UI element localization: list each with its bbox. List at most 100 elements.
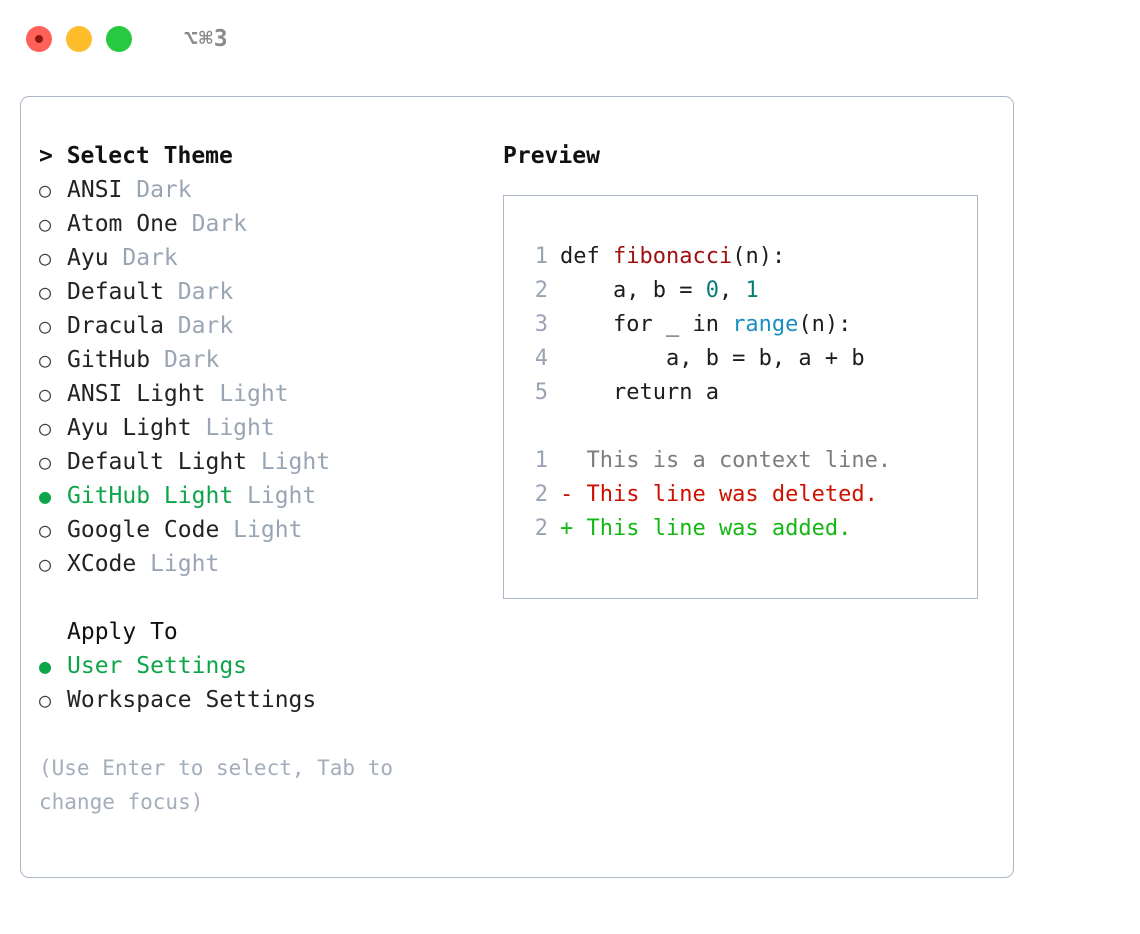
- diff-line-ctx: 1 This is a context line.: [522, 444, 977, 478]
- theme-option-atom-one[interactable]: ○ Atom One Dark: [39, 207, 483, 241]
- theme-option-default-light[interactable]: ○Default Light Light: [39, 445, 483, 479]
- theme-option-tag: Dark: [177, 211, 248, 237]
- radio-unselected-icon: ○: [39, 314, 52, 338]
- code-line-content: def fibonacci(n):: [560, 240, 785, 274]
- code-diff-spacer: [522, 410, 977, 444]
- code-line: 1 def fibonacci(n):: [522, 240, 977, 274]
- titlebar: ⌥⌘3: [0, 0, 1140, 78]
- diff-line-content: - This line was deleted.: [560, 482, 878, 507]
- theme-option-ansi[interactable]: ○ ANSI Dark: [39, 173, 483, 207]
- code-line-content: return a: [560, 376, 719, 410]
- close-button-icon[interactable]: [26, 26, 52, 52]
- theme-option-github-light[interactable]: ●GitHub Light Light: [39, 479, 483, 513]
- theme-option-label: Atom One: [67, 211, 178, 237]
- code-token: 1: [745, 278, 759, 303]
- theme-option-list: ○ANSI Dark○Atom One Dark○Ayu Dark○Defaul…: [39, 173, 483, 581]
- radio-selected-icon: ●: [39, 654, 52, 678]
- theme-option-tag: Light: [247, 449, 331, 475]
- radio-unselected-icon: ○: [39, 382, 52, 406]
- apply-to-option-user-settings[interactable]: ● User Settings: [39, 649, 483, 683]
- theme-option-label: ANSI: [67, 177, 123, 203]
- theme-option-tag: Dark: [108, 245, 178, 271]
- apply-to-option-list: ● User Settings ○ Workspace Settings: [39, 649, 483, 717]
- code-line-content: a, b = b, a + b: [560, 342, 865, 376]
- theme-option-tag: Light: [136, 551, 220, 577]
- code-token: return a: [560, 380, 719, 405]
- theme-option-github[interactable]: ○ GitHub Dark: [39, 343, 483, 377]
- theme-option-tag: Light: [219, 517, 303, 543]
- code-line: 5 return a: [522, 376, 977, 410]
- theme-option-tag: Light: [191, 415, 275, 441]
- radio-unselected-icon: ○: [39, 518, 52, 542]
- content-panel: > Select Theme ○ANSI Dark○Atom One Dark○…: [20, 96, 1014, 878]
- radio-unselected-icon: ○: [39, 348, 52, 372]
- section-spacer: [39, 581, 483, 615]
- zoom-button-icon[interactable]: [106, 26, 132, 52]
- radio-unselected-icon: ○: [39, 552, 52, 576]
- theme-option-label: Ayu: [67, 245, 109, 271]
- theme-option-label: Dracula: [67, 313, 164, 339]
- code-line-content: a, b = 0, 1: [560, 274, 759, 308]
- theme-option-tag: Dark: [163, 279, 234, 305]
- theme-option-dracula[interactable]: ○ Dracula Dark: [39, 309, 483, 343]
- code-token: ,: [718, 278, 746, 303]
- minimize-button-icon[interactable]: [66, 26, 92, 52]
- apply-to-option-workspace-settings[interactable]: ○ Workspace Settings: [39, 683, 483, 717]
- theme-option-label: Default: [67, 279, 164, 305]
- radio-unselected-icon: ○: [39, 178, 52, 202]
- code-token: a, b =: [560, 278, 706, 303]
- code-line-number: 4: [534, 346, 548, 371]
- code-token: def: [560, 244, 613, 269]
- radio-unselected-icon: ○: [39, 246, 52, 270]
- theme-option-tag: Dark: [163, 313, 234, 339]
- theme-option-label: XCode: [67, 551, 137, 577]
- theme-option-label: ANSI Light: [67, 381, 206, 407]
- theme-option-ayu-light[interactable]: ○ Ayu Light Light: [39, 411, 483, 445]
- theme-option-tag: Dark: [122, 177, 192, 203]
- window-controls: [26, 26, 132, 52]
- code-line: 4 a, b = b, a + b: [522, 342, 977, 376]
- theme-option-google-code[interactable]: ○ Google Code Light: [39, 513, 483, 547]
- theme-option-label: Default Light: [67, 449, 248, 475]
- theme-option-label: Ayu Light: [67, 415, 192, 441]
- theme-option-tag: Light: [233, 483, 317, 509]
- theme-option-label: GitHub: [67, 347, 151, 373]
- radio-unselected-icon: ○: [39, 280, 52, 304]
- diff-line-del: 2- This line was deleted.: [522, 478, 977, 512]
- theme-selector-column: > Select Theme ○ANSI Dark○Atom One Dark○…: [21, 139, 483, 819]
- keyboard-shortcut-label: ⌥⌘3: [184, 26, 229, 52]
- radio-unselected-icon: ○: [39, 416, 52, 440]
- code-line-number: 2: [534, 278, 548, 303]
- radio-unselected-icon: ○: [39, 212, 52, 236]
- diff-line-content: This is a context line.: [560, 448, 892, 473]
- code-line: 2 a, b = 0, 1: [522, 274, 977, 308]
- theme-option-ayu[interactable]: ○ Ayu Dark: [39, 241, 483, 275]
- code-line-content: for _ in range(n):: [560, 308, 851, 342]
- apply-to-option-label: User Settings: [67, 653, 248, 679]
- diff-line-add: 2 + This line was added.: [522, 512, 977, 546]
- keyboard-hint-text: (Use Enter to select, Tab to change focu…: [39, 756, 394, 814]
- diff-sample: 1 This is a context line.2- This line wa…: [522, 444, 977, 546]
- code-token: range: [732, 312, 799, 337]
- theme-option-tag: Light: [205, 381, 289, 407]
- apply-to-option-label: Workspace Settings: [67, 687, 317, 713]
- preview-heading: Preview: [503, 143, 600, 169]
- radio-selected-icon: ●: [39, 484, 52, 508]
- code-line: 3 for _ in range(n):: [522, 308, 977, 342]
- theme-option-label: Google Code: [67, 517, 220, 543]
- theme-option-ansi-light[interactable]: ○ ANSI Light Light: [39, 377, 483, 411]
- code-token: 0: [705, 278, 719, 303]
- diff-line-number: 2: [534, 516, 548, 541]
- code-line-number: 3: [534, 312, 548, 337]
- code-line-number: 1: [534, 244, 548, 269]
- theme-option-xcode[interactable]: ○ XCode Light: [39, 547, 483, 581]
- radio-unselected-icon: ○: [39, 688, 52, 712]
- theme-option-tag: Dark: [150, 347, 220, 373]
- diff-line-content: + This line was added.: [560, 516, 852, 541]
- theme-option-default[interactable]: ○ Default Dark: [39, 275, 483, 309]
- code-token: a, b = b, a + b: [560, 346, 865, 371]
- code-token: (n):: [798, 312, 852, 337]
